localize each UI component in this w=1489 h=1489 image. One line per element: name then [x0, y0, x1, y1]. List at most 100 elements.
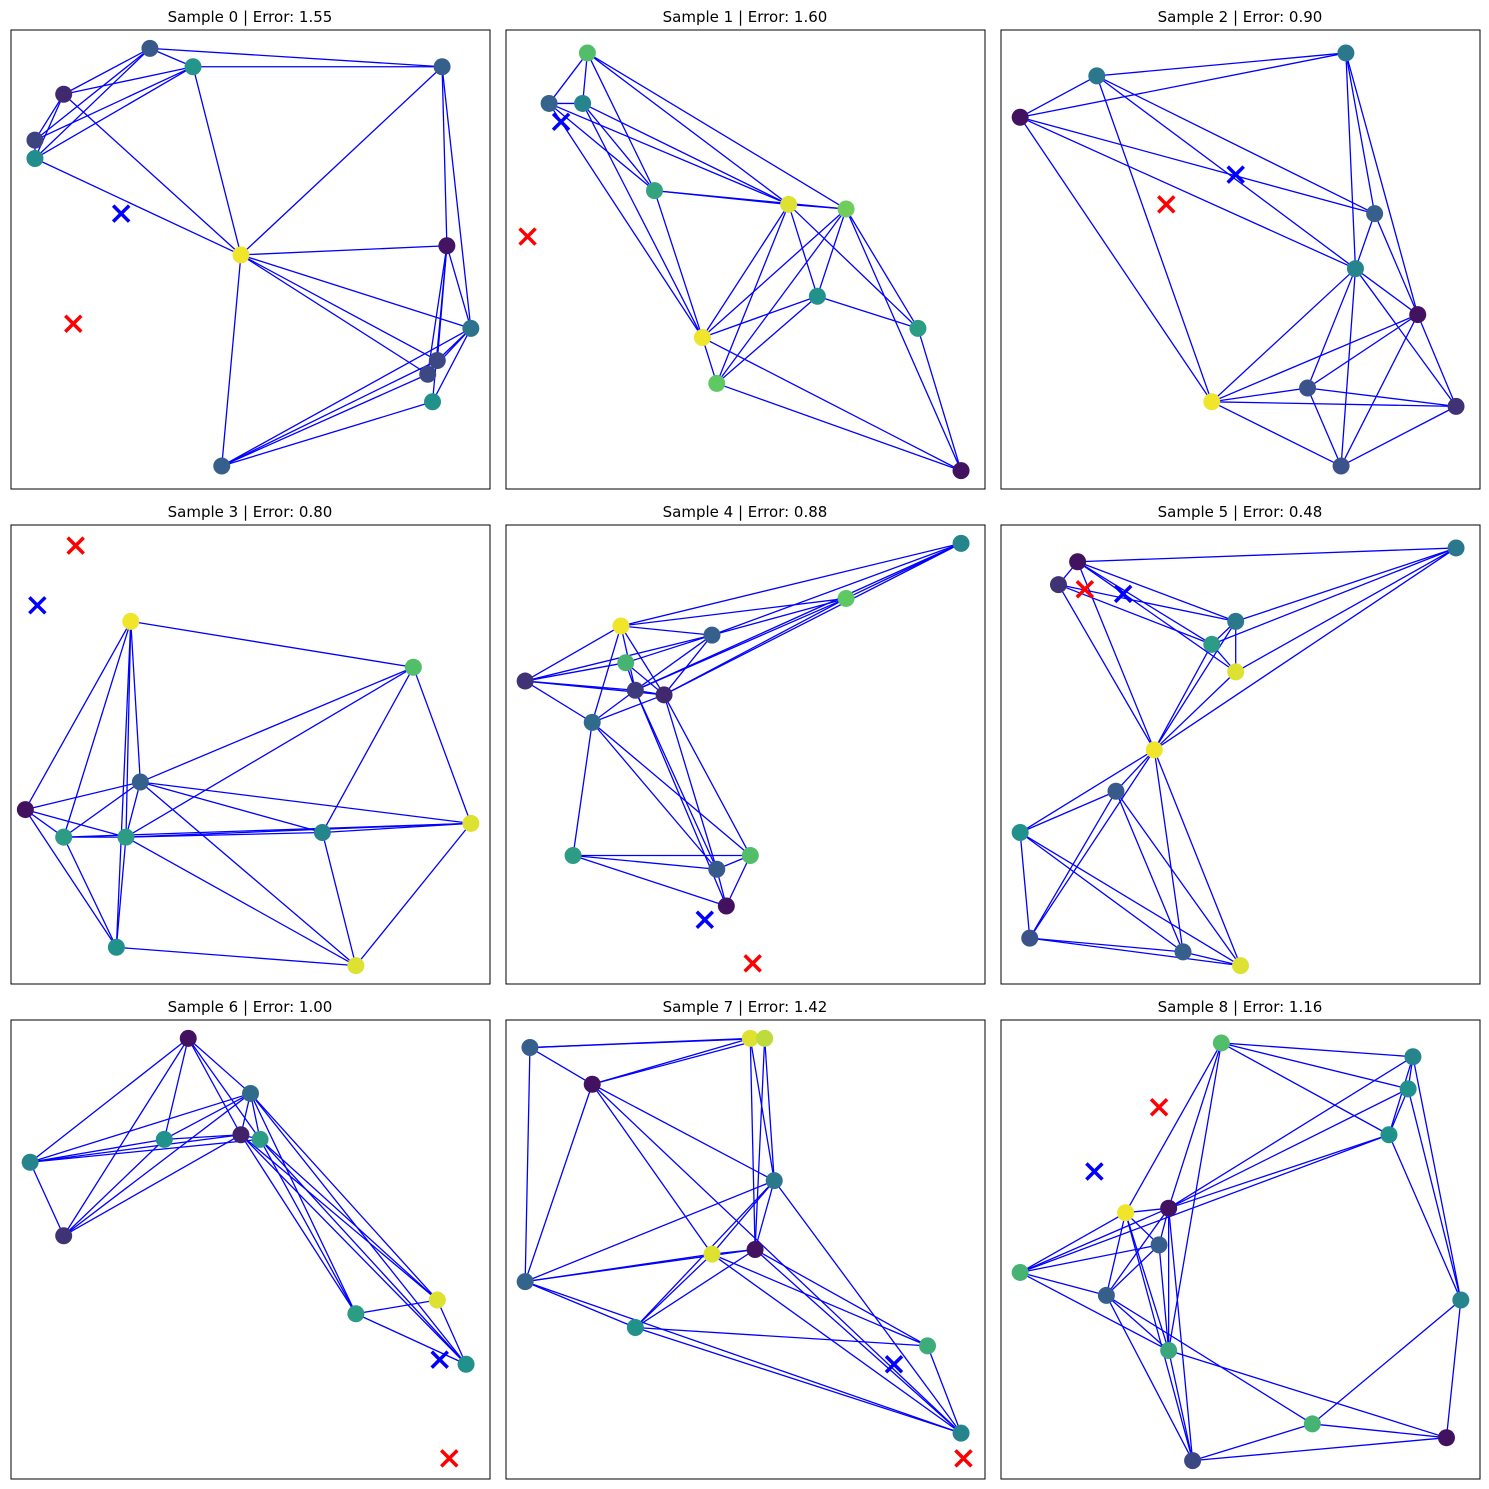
graph-edge	[587, 52, 847, 210]
graph-edge	[711, 1253, 962, 1434]
graph-node	[708, 374, 726, 392]
graph-node	[1174, 943, 1192, 961]
graph-edge	[187, 1037, 261, 1140]
graph-node	[1203, 635, 1221, 653]
graph-edge	[754, 1180, 775, 1250]
graph-edge	[591, 1083, 713, 1255]
predicted-position-marker-stroke	[111, 204, 131, 223]
graph-edge	[1192, 1437, 1447, 1462]
graph-node	[251, 1130, 269, 1148]
graph-edge	[625, 634, 713, 664]
graph-edge	[1235, 547, 1457, 623]
graph-edge	[34, 66, 194, 160]
graph-node	[424, 393, 442, 411]
graph-edge	[34, 93, 65, 159]
subplot-marks-0	[26, 39, 480, 475]
true-position-marker	[64, 314, 83, 333]
graph-edge	[1057, 584, 1155, 751]
graph-edge	[1019, 116, 1213, 403]
graph-edge	[635, 1326, 928, 1347]
graph-edge	[63, 1138, 165, 1237]
graph-edge	[1168, 1208, 1194, 1461]
graph-edge	[572, 854, 727, 907]
subplot-7: Sample 7 | Error: 1.42	[505, 998, 986, 1480]
graph-edge	[259, 1138, 438, 1301]
graph-edge	[582, 103, 703, 338]
graph-node	[741, 1029, 759, 1047]
graph-node	[433, 58, 451, 76]
graph-node	[462, 814, 480, 832]
graph-edge	[773, 1180, 962, 1434]
predicted-position-marker	[28, 596, 47, 615]
graph-edge	[716, 204, 790, 384]
graph-edge	[63, 1038, 189, 1237]
graph-edge	[1105, 1295, 1194, 1461]
subplot-frame-4	[505, 524, 986, 985]
graph-node	[703, 626, 721, 644]
true-position-marker-stroke	[743, 954, 762, 973]
graph-edge	[635, 1326, 962, 1434]
subplot-marks-3	[16, 536, 480, 975]
graph-node	[1049, 576, 1067, 594]
graph-edge	[711, 542, 962, 636]
predicted-position-marker	[1113, 584, 1133, 604]
graph-edge	[221, 327, 472, 467]
graph-edge	[187, 1038, 242, 1136]
graph-node	[55, 828, 73, 846]
graph-edge	[749, 1038, 756, 1250]
graph-node	[428, 1291, 446, 1309]
graph-edge	[240, 254, 438, 362]
graph-node	[1145, 741, 1163, 759]
graph-edge	[1019, 790, 1117, 834]
graph-edge	[524, 1084, 593, 1282]
subplot-frame-2	[1000, 29, 1481, 490]
graph-node	[179, 1029, 197, 1047]
graph-node	[55, 1227, 73, 1245]
subplot-6: Sample 6 | Error: 1.00	[10, 998, 491, 1480]
graph-edge	[1412, 1056, 1462, 1301]
graph-edge	[1182, 951, 1241, 967]
true-position-marker	[1075, 580, 1095, 599]
graph-node	[16, 801, 34, 819]
graph-edge	[125, 836, 357, 967]
graph-edge	[140, 666, 414, 783]
graph-edge	[140, 781, 323, 834]
graph-edge	[221, 254, 242, 467]
graph-edge	[1417, 314, 1457, 407]
graph-edge	[572, 854, 717, 870]
true-position-marker	[518, 227, 537, 246]
graph-node	[564, 846, 582, 864]
graph-edge	[1307, 314, 1419, 389]
graph-edge	[1096, 75, 1375, 215]
graph-edge	[711, 597, 847, 636]
graph-edge	[1096, 75, 1356, 270]
graph-edge	[1029, 937, 1241, 967]
graph-node	[347, 957, 365, 975]
graph-edge	[1307, 387, 1457, 408]
subplot-2: Sample 2 | Error: 0.90	[1000, 8, 1481, 490]
subplot-frame-0	[10, 29, 491, 490]
true-position-marker	[440, 1449, 459, 1468]
graph-edge	[259, 1138, 467, 1365]
graph-edge	[1345, 52, 1357, 269]
graph-edge	[1235, 547, 1457, 673]
graph-edge	[1192, 1423, 1313, 1462]
graph-edge	[787, 204, 818, 297]
graph-edge	[249, 1093, 357, 1315]
graph-node	[540, 94, 558, 112]
graph-edge	[620, 625, 713, 636]
true-position-marker	[743, 954, 762, 973]
graph-edge	[663, 634, 713, 696]
graph-edge	[140, 781, 471, 824]
graph-edge	[34, 47, 151, 141]
graph-node	[741, 846, 759, 864]
graph-edge	[441, 66, 472, 329]
graph-node	[516, 1273, 534, 1291]
graph-edge	[1306, 387, 1342, 467]
graph-node	[1088, 67, 1106, 85]
graph-edge	[620, 625, 665, 696]
graph-edge	[926, 1345, 962, 1434]
graph-edge	[716, 295, 818, 384]
graph-edge	[845, 542, 962, 600]
